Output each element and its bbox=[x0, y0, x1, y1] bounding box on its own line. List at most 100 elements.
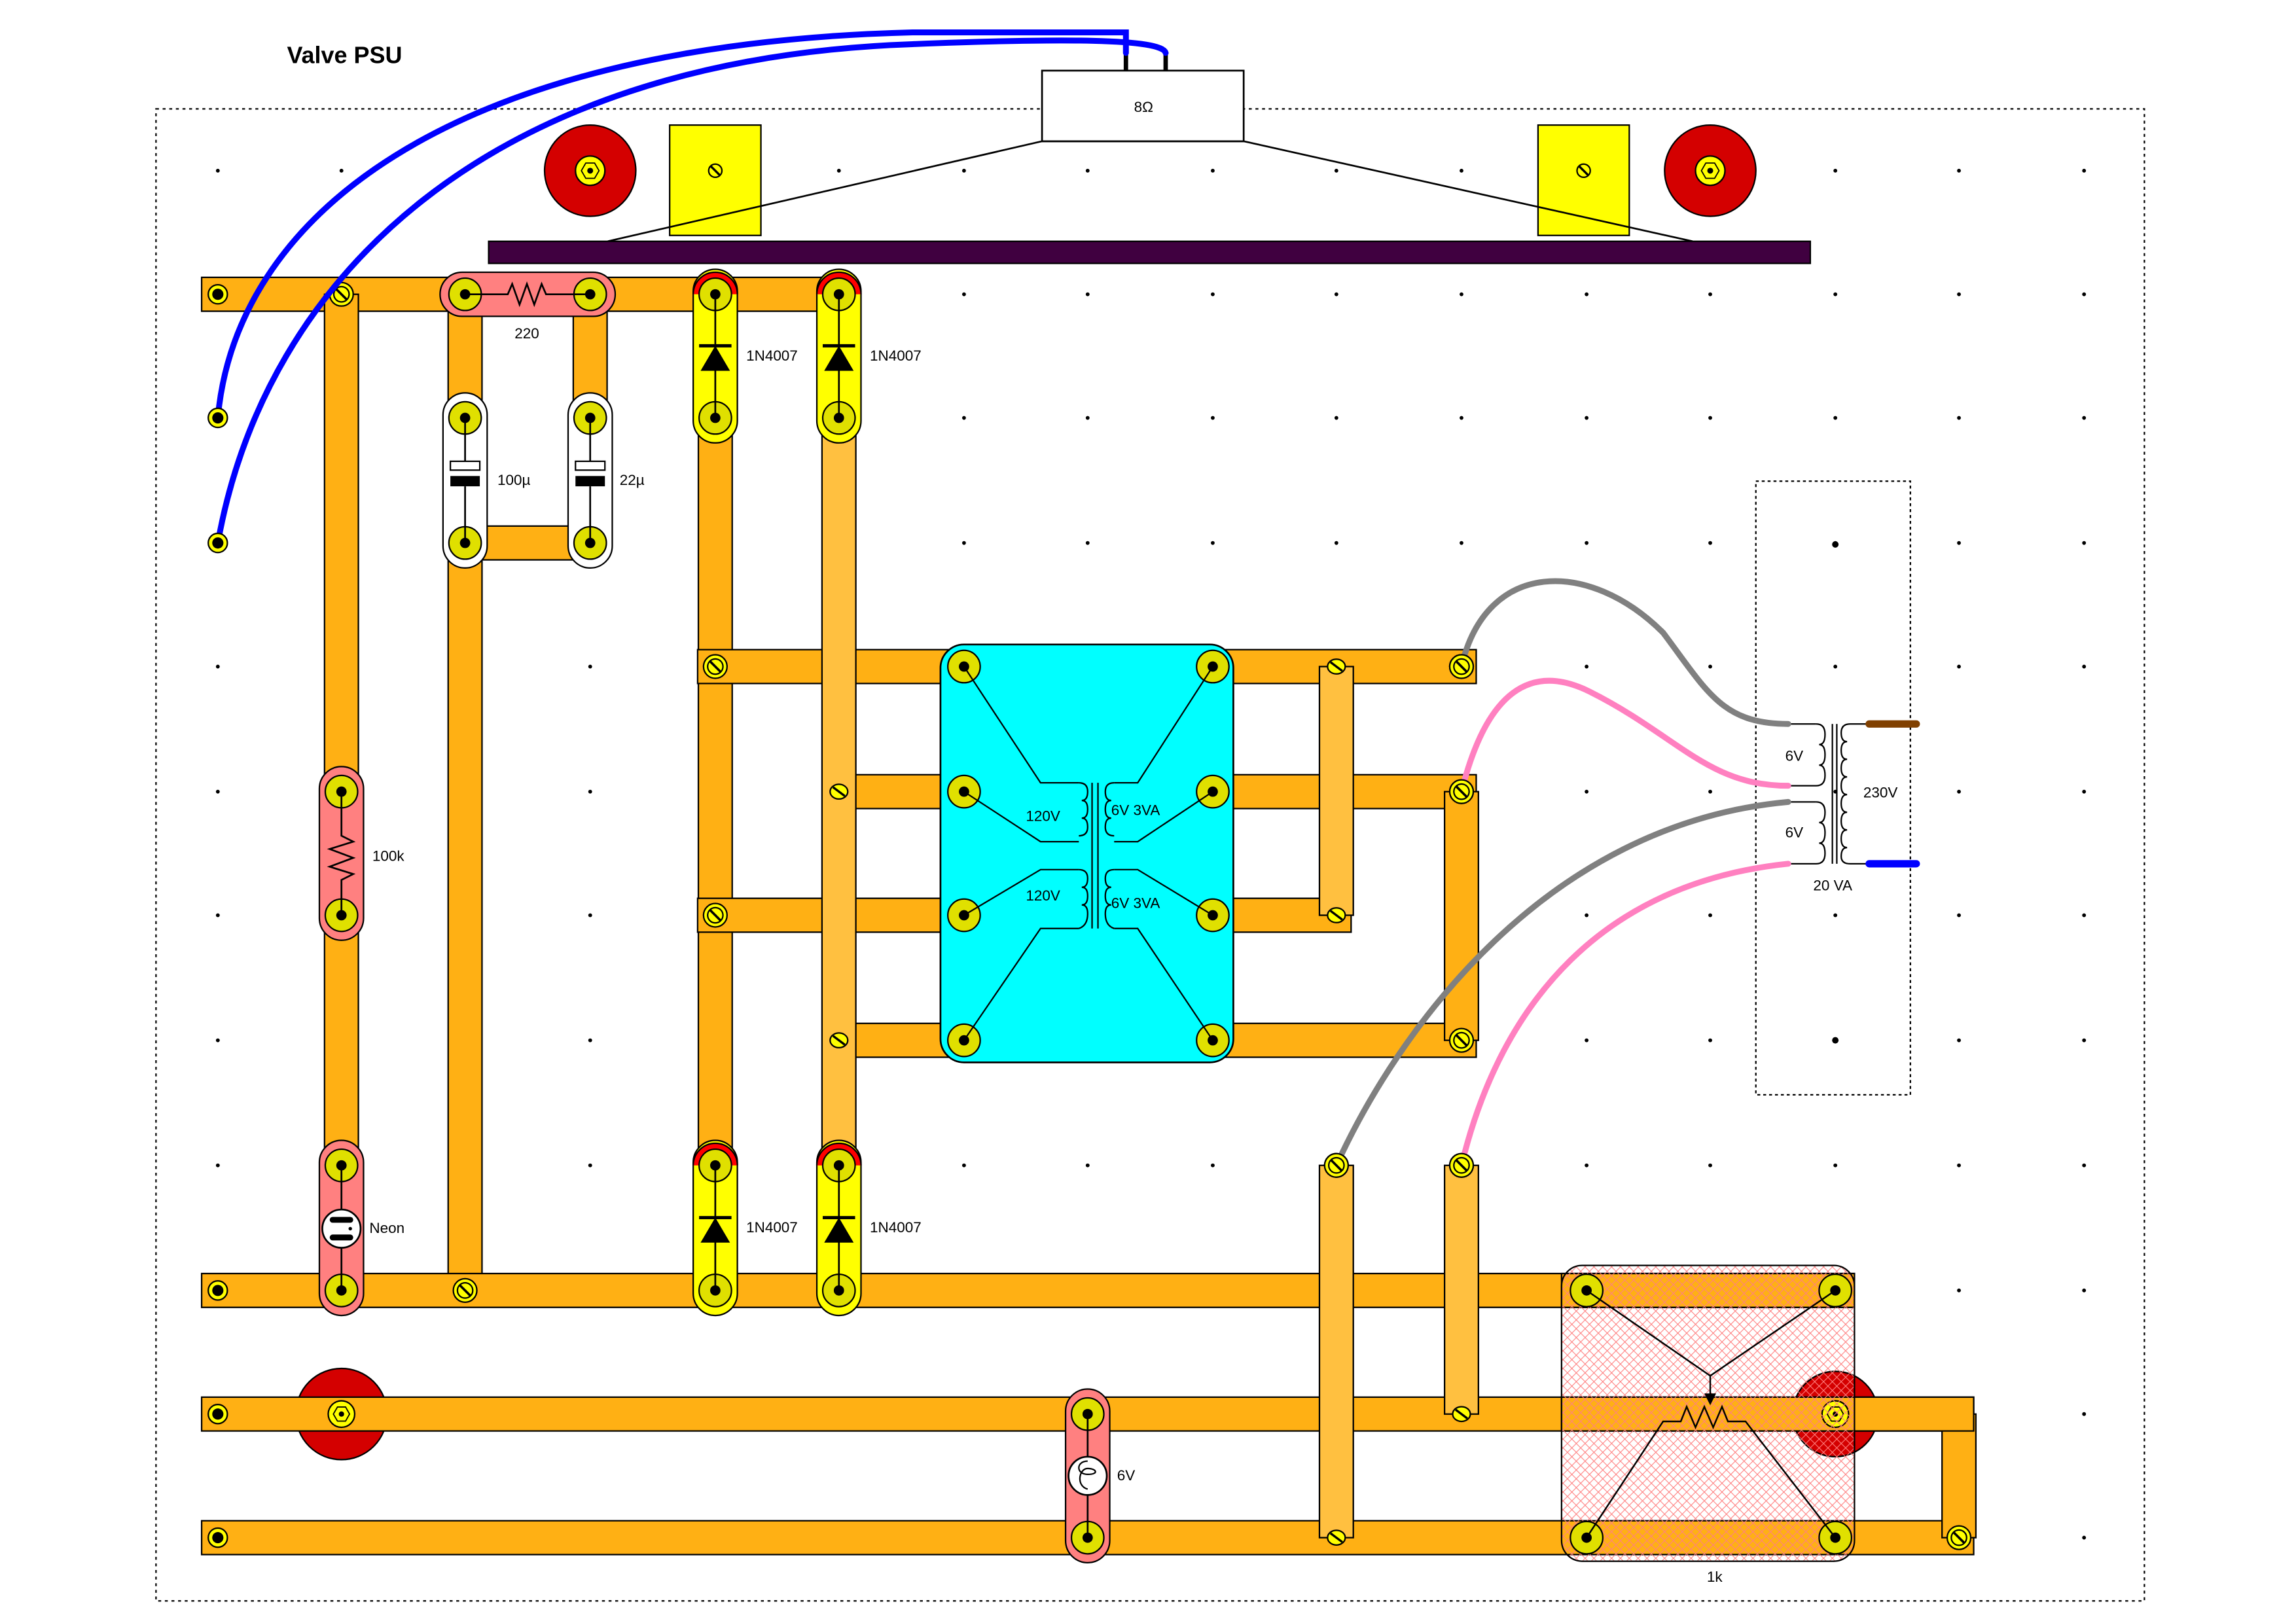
screw-terminal[interactable] bbox=[702, 654, 728, 679]
mounting-post bbox=[1664, 124, 1757, 217]
components-layer bbox=[318, 268, 1975, 1563]
screw-icon bbox=[1453, 1031, 1470, 1049]
mounting-post bbox=[543, 124, 637, 217]
resistor-220-label: 220 bbox=[514, 325, 539, 342]
pot-1k-label: 1k bbox=[1707, 1569, 1723, 1585]
grid-hole bbox=[1833, 292, 1838, 296]
speaker-label: 8Ω bbox=[1134, 99, 1153, 115]
resistor-220[interactable] bbox=[439, 271, 617, 317]
grey-wire-1[interactable] bbox=[1458, 578, 1791, 727]
grid-hole bbox=[1708, 541, 1712, 545]
grid-hole bbox=[215, 1163, 220, 1168]
diode-symbol bbox=[824, 346, 854, 371]
grid-hole bbox=[1085, 292, 1090, 296]
screw-terminal[interactable] bbox=[1448, 779, 1475, 804]
screw-terminal[interactable] bbox=[1448, 654, 1475, 679]
diode-d3-label: 1N4007 bbox=[746, 1219, 798, 1236]
neon-label: Neon bbox=[369, 1220, 404, 1236]
capacitor-c_100u[interactable] bbox=[442, 392, 488, 569]
strip-screw[interactable] bbox=[829, 783, 849, 800]
screw-terminal[interactable] bbox=[702, 902, 728, 928]
terminal-socket[interactable] bbox=[207, 1403, 228, 1425]
screw-terminal[interactable] bbox=[452, 1277, 478, 1303]
wire-end-socket[interactable] bbox=[207, 532, 228, 554]
grid-hole bbox=[1957, 789, 1961, 794]
pink-wire-1[interactable] bbox=[1458, 677, 1791, 795]
mains-transformer[interactable] bbox=[1755, 480, 1920, 1096]
grid-hole bbox=[1085, 541, 1090, 545]
grid-hole bbox=[1585, 1038, 1589, 1043]
coil bbox=[1079, 782, 1088, 837]
terminal-socket[interactable] bbox=[207, 283, 228, 305]
lamp-6v[interactable] bbox=[1064, 1388, 1111, 1563]
grid-hole bbox=[2082, 1288, 2087, 1293]
lamp-6v-label: 6V bbox=[1117, 1467, 1135, 1484]
diode-symbol bbox=[700, 1217, 730, 1243]
screw-icon bbox=[707, 658, 724, 675]
coil bbox=[1840, 723, 1867, 865]
grid-hole bbox=[1585, 1163, 1589, 1168]
primary-1-label: 120V bbox=[1026, 808, 1060, 825]
strip-screw[interactable] bbox=[1452, 1406, 1471, 1423]
strip-screw[interactable] bbox=[1327, 658, 1346, 675]
mains-secondary-2-label: 6V bbox=[1785, 824, 1803, 840]
screw-icon bbox=[1453, 1156, 1470, 1174]
terminal-socket[interactable] bbox=[207, 1527, 228, 1548]
resistor-100k[interactable] bbox=[318, 766, 365, 941]
grey-wire-2[interactable] bbox=[1333, 798, 1791, 1169]
strip-screw[interactable] bbox=[1327, 907, 1346, 923]
screw-terminal[interactable] bbox=[1946, 1525, 1972, 1550]
coil bbox=[1788, 801, 1826, 865]
resistor-symbol bbox=[465, 281, 590, 308]
grid-hole bbox=[1957, 292, 1961, 296]
neon-bulb-icon bbox=[321, 1208, 362, 1249]
terminal-socket[interactable] bbox=[207, 1280, 228, 1301]
screw-terminal[interactable] bbox=[1448, 1152, 1475, 1178]
speaker-wire-1[interactable] bbox=[215, 29, 1129, 421]
grid-hole bbox=[1211, 168, 1215, 173]
mounts-layer: 8Ω bbox=[295, 52, 1879, 1461]
potentiometer-1k[interactable] bbox=[1560, 1264, 1856, 1562]
hex-nut-icon bbox=[332, 1406, 351, 1422]
diode-d3[interactable] bbox=[692, 1139, 738, 1317]
grid-hole bbox=[1460, 541, 1463, 545]
secondary-2-label: 6V 3VA bbox=[1111, 895, 1160, 911]
strip-screw[interactable] bbox=[829, 1032, 849, 1048]
pink-wire-2[interactable] bbox=[1458, 861, 1791, 1169]
screw-terminal[interactable] bbox=[1323, 1152, 1349, 1178]
grid-hole bbox=[2082, 541, 2087, 545]
neon-lamp[interactable] bbox=[318, 1139, 365, 1317]
coil bbox=[1104, 782, 1115, 837]
diode-d4[interactable] bbox=[816, 1139, 862, 1317]
transformer-module[interactable] bbox=[939, 643, 1234, 1063]
speaker-wire-2[interactable] bbox=[215, 37, 1169, 546]
grid-hole bbox=[1708, 1038, 1712, 1043]
resistor-symbol bbox=[327, 791, 356, 916]
diode-d1[interactable] bbox=[692, 268, 738, 444]
mains-secondary-1-label: 6V bbox=[1785, 747, 1803, 764]
grid-hole bbox=[1334, 541, 1338, 545]
grid-hole bbox=[1085, 416, 1090, 420]
grid-hole bbox=[1708, 789, 1712, 794]
strip-screw[interactable] bbox=[1327, 1529, 1346, 1546]
wire-end-socket[interactable] bbox=[207, 407, 228, 429]
component-body bbox=[439, 271, 617, 317]
grid-hole bbox=[2082, 913, 2087, 918]
diode-d1-label: 1N4007 bbox=[746, 348, 798, 364]
wires-layer bbox=[207, 29, 1791, 1178]
capacitor-plus-plate bbox=[449, 460, 481, 471]
grid-hole bbox=[215, 664, 220, 669]
grid-hole bbox=[961, 416, 966, 420]
capacitor-minus-plate bbox=[575, 476, 605, 487]
screw-icon bbox=[1453, 783, 1470, 800]
grid-hole bbox=[2082, 168, 2087, 173]
speaker-cone bbox=[607, 140, 1693, 243]
capacitor-c_22u[interactable] bbox=[567, 392, 613, 569]
diode-d2[interactable] bbox=[816, 268, 862, 444]
grid-hole bbox=[1334, 292, 1338, 296]
screw-terminal[interactable] bbox=[1448, 1027, 1475, 1053]
grid-hole bbox=[1211, 541, 1215, 545]
coil bbox=[1078, 868, 1088, 929]
primary-2-label: 120V bbox=[1026, 887, 1060, 904]
